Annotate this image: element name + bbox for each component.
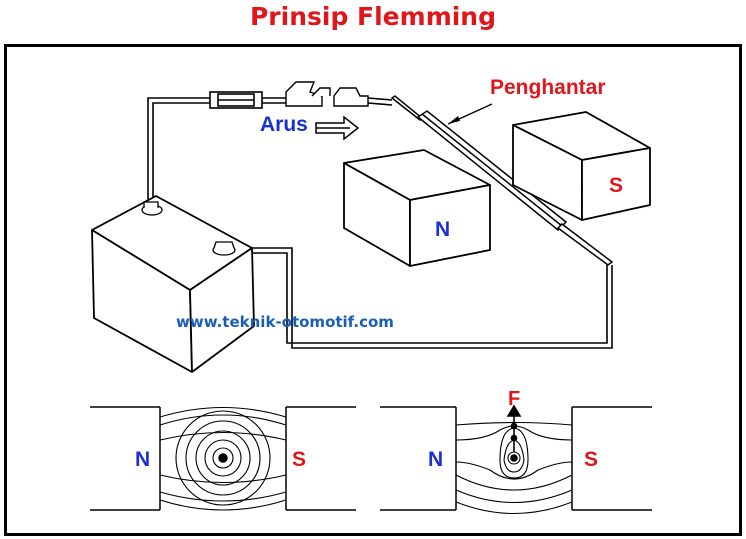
magnet-north-block [343, 149, 491, 267]
diagram-frame [4, 44, 742, 536]
label-current: Arus [260, 113, 308, 136]
magnet-south-block [512, 111, 651, 221]
wire-connectors [285, 81, 369, 107]
label-field-right-south: S [584, 448, 598, 471]
wire-top-left [147, 97, 212, 200]
battery-terminals [141, 201, 236, 256]
field-diagram-left [90, 406, 356, 511]
field-diagram-right [380, 406, 652, 515]
fuse [209, 91, 263, 109]
current-arrow-icon [315, 115, 360, 141]
circuit-wires [147, 97, 613, 349]
label-force: F [508, 388, 520, 410]
label-field-left-south: S [292, 448, 306, 471]
watermark: www.teknik-otomotif.com [176, 313, 394, 331]
battery [91, 195, 255, 373]
wire-return [238, 247, 613, 349]
label-magnet-north: N [435, 218, 450, 241]
conductor-rod [390, 95, 614, 266]
page-title: Prinsip Flemming [249, 2, 497, 31]
label-magnet-south: S [609, 174, 623, 197]
label-field-right-north: N [428, 448, 443, 471]
force-arrow-icon [506, 404, 522, 452]
label-conductor: Penghantar [490, 76, 606, 99]
label-field-left-north: N [135, 448, 150, 471]
